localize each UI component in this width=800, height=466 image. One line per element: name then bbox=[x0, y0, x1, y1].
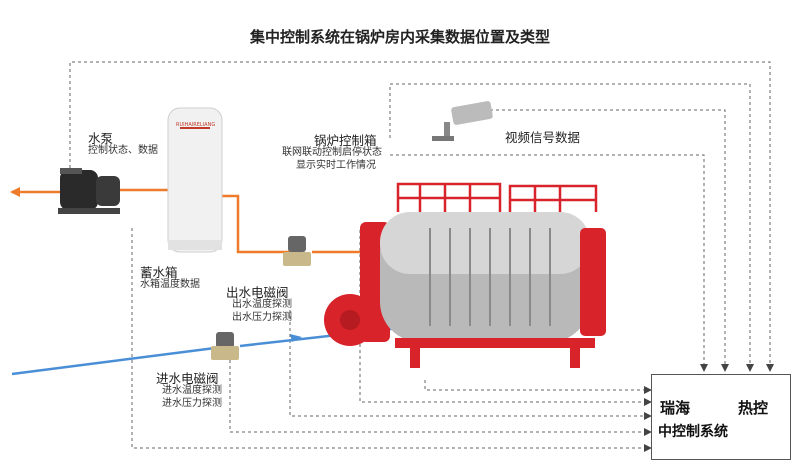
boiler-box-label: 锅炉控制箱 bbox=[314, 133, 377, 148]
camera-icon bbox=[432, 101, 493, 141]
outlet-valve-sub1: 出水温度探测 bbox=[232, 299, 292, 310]
inlet-valve-sub1: 进水温度探测 bbox=[162, 385, 222, 396]
cold-pipe-arrow bbox=[290, 334, 302, 342]
brand-right-text: 热控 bbox=[738, 399, 769, 417]
brand-box: 瑞海 热控 中控制系统 bbox=[651, 374, 791, 460]
inlet-valve-label: 进水电磁阀 bbox=[156, 371, 219, 386]
pump-sub: 控制状态、数据 bbox=[88, 145, 158, 156]
outlet-valve-icon bbox=[283, 236, 311, 266]
tank-icon bbox=[167, 107, 223, 253]
inlet-valve-sub2: 进水压力探测 bbox=[162, 398, 222, 409]
diagram-title: 集中控制系统在锅炉房内采集数据位置及类型 bbox=[249, 28, 550, 46]
signal-arrowheads bbox=[644, 364, 774, 452]
hot-pipe-arrow bbox=[10, 187, 20, 197]
boiler-box-sub2: 显示实时工作情况 bbox=[296, 160, 376, 171]
brand-sub-text: 中控制系统 bbox=[658, 424, 728, 440]
tank-label: 蓄水箱 bbox=[140, 265, 178, 280]
tank-sub: 水箱温度数据 bbox=[140, 279, 200, 290]
brand-left-text: 瑞海 bbox=[660, 399, 691, 417]
signal-lines bbox=[69, 61, 771, 449]
outlet-valve-sub2: 出水压力探测 bbox=[232, 312, 292, 323]
pump-icon bbox=[58, 168, 120, 214]
boiler-box-sub1: 联网联动控制启停状态 bbox=[282, 147, 382, 158]
tank-brand-text: RUIHAIRELIANG bbox=[176, 122, 216, 128]
camera-label: 视频信号数据 bbox=[505, 130, 581, 145]
inlet-valve-icon bbox=[211, 332, 239, 360]
boiler-icon bbox=[324, 182, 606, 368]
outlet-valve-label: 出水电磁阀 bbox=[226, 285, 289, 300]
pump-label: 水泵 bbox=[88, 131, 114, 146]
